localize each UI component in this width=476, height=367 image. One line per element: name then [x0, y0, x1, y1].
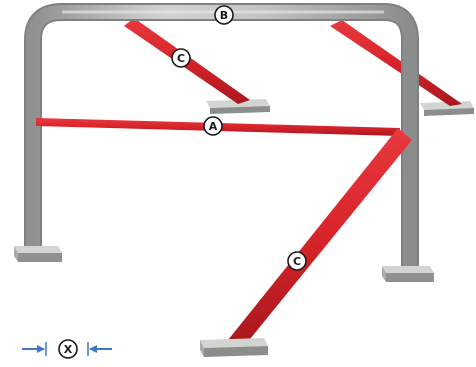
callout-x: X: [64, 343, 73, 356]
front-diagonal-brace-c: [228, 128, 412, 344]
svg-text:C: C: [177, 52, 185, 65]
svg-text:C: C: [293, 255, 301, 268]
svg-text:B: B: [220, 9, 228, 22]
callout-b: B: [214, 5, 234, 25]
svg-text:A: A: [209, 120, 218, 133]
foot-plate-left: [14, 246, 62, 262]
foot-plate-right: [382, 266, 434, 282]
callout-c-front: C: [287, 251, 307, 271]
dimension-x-indicator: X: [22, 339, 112, 359]
rear-brace-right-c: [330, 20, 462, 106]
callout-c-rear: C: [171, 48, 191, 68]
main-hoop-b: [24, 3, 419, 270]
callout-a: A: [203, 116, 223, 136]
foot-plate-front: [200, 338, 268, 357]
